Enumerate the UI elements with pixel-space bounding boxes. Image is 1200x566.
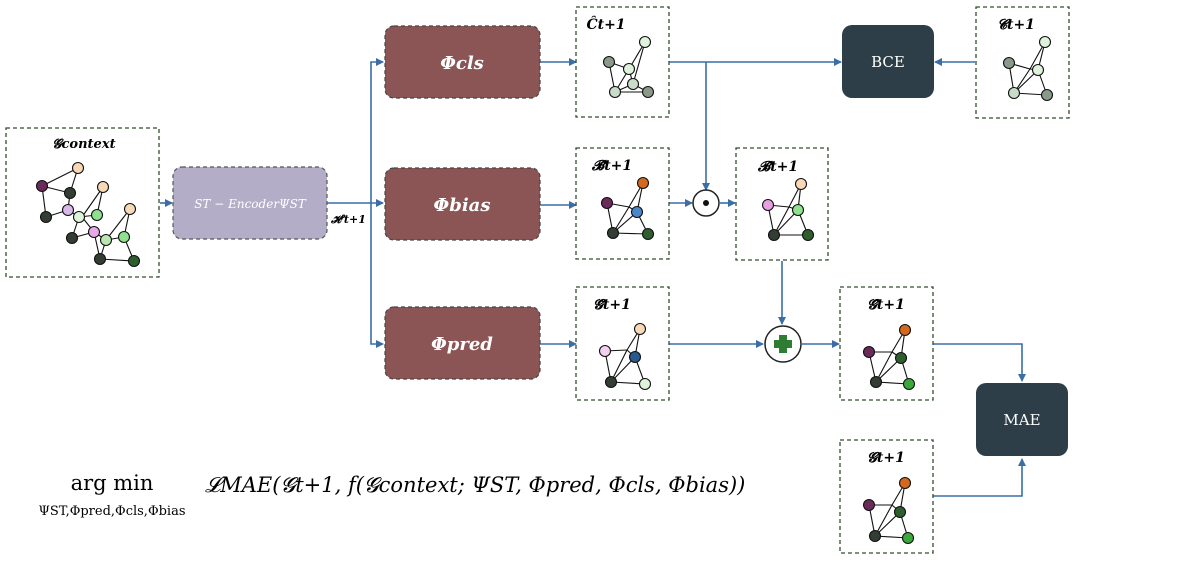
g-true-frame <box>839 439 934 554</box>
mae-block: MAE <box>976 383 1068 456</box>
connectors <box>160 58 1026 497</box>
g-tilde-frame <box>575 286 670 401</box>
c-hat-graph <box>602 35 655 99</box>
formula-expression: 𝓛MAE(𝓖t+1, f(𝓖context; ΨST, Φpred, Φcls,… <box>205 473 745 497</box>
b-tilde-frame <box>575 147 670 260</box>
formula-argmin: arg min <box>71 471 154 495</box>
b-tilde-label: 𝓑̃t+1 <box>591 158 632 174</box>
g-hat-graph <box>862 323 916 391</box>
phi-pred-block: Φpred <box>384 306 541 380</box>
c-true-graph <box>1002 35 1054 102</box>
context-graph <box>35 161 141 268</box>
g-hat-frame <box>839 286 934 401</box>
bce-label: BCE <box>871 53 905 71</box>
objective-formula: arg min ΨST,Φpred,Φcls,Φbias 𝓛MAE(𝓖t+1, … <box>39 471 746 519</box>
encoder-label: ST − EncoderΨST <box>194 197 307 211</box>
frames <box>5 6 1070 554</box>
b-tilde-graph <box>600 176 655 241</box>
mae-label: MAE <box>1003 411 1040 429</box>
g-true-graph <box>862 476 915 545</box>
c-hat-frame <box>575 6 670 118</box>
g-true-label: 𝓖t+1 <box>867 450 905 466</box>
plus-operator <box>764 325 802 363</box>
arrow-encoder-to-pred <box>370 203 384 348</box>
b-hat-frame <box>735 147 829 261</box>
phi-cls-label: Φcls <box>440 53 484 74</box>
c-hat-label: Ĉt+1 <box>586 15 625 33</box>
g-hat-label: 𝓖̂t+1 <box>867 297 905 313</box>
phi-bias-label: Φbias <box>434 195 491 216</box>
g-tilde-graph <box>598 322 652 391</box>
phi-cls-block: Φcls <box>384 25 541 99</box>
arrow-encoder-to-cls <box>370 58 384 203</box>
hidden-state-label: 𝓗ᶠt+1 <box>330 213 366 226</box>
c-true-frame <box>975 6 1070 119</box>
phi-pred-label: Φpred <box>431 334 493 355</box>
g-tilde-label: 𝓖̃t+1 <box>593 297 631 313</box>
c-true-label: 𝓒t+1 <box>997 17 1035 33</box>
b-hat-graph <box>761 177 815 242</box>
odot-operator <box>692 189 720 217</box>
bce-block: BCE <box>842 25 934 98</box>
formula-subscript: ΨST,Φpred,Φcls,Φbias <box>39 504 186 519</box>
b-hat-label: 𝓑̂t+1 <box>757 159 798 175</box>
phi-bias-block: Φbias <box>384 167 541 241</box>
arrow-gtrue-to-mae <box>933 458 1026 497</box>
context-frame <box>5 127 160 278</box>
arrow-ghat-to-mae <box>933 343 1026 382</box>
encoder-block: ST − EncoderΨST <box>172 166 328 240</box>
context-label: 𝓖context <box>52 137 115 152</box>
